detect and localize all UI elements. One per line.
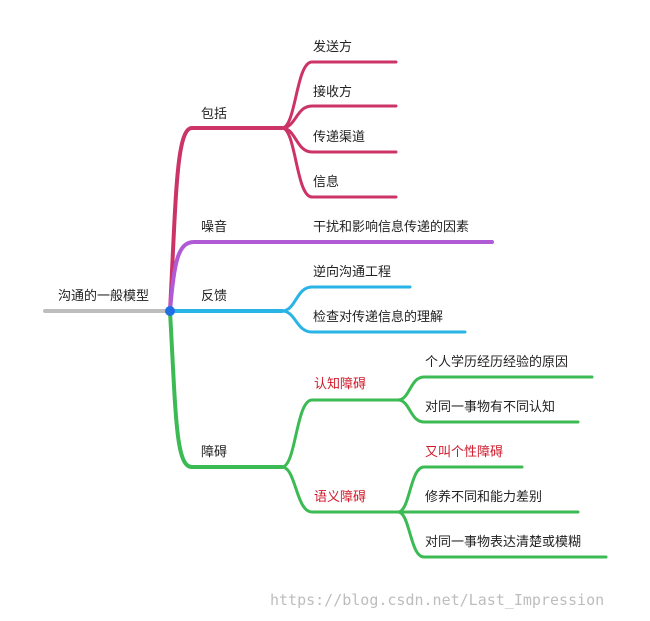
feedback-child-connector: [280, 285, 412, 313]
semantic-child-cultivation: 修养不同和能力差别: [425, 490, 543, 505]
feedback-child-reverse: 逆向沟通工程: [313, 265, 392, 280]
noise-child: 干扰和影响信息传递的因素: [313, 220, 470, 235]
semantic-child-connector: [396, 465, 524, 514]
include-child-connector: [280, 126, 398, 199]
cognitive-barrier-label: 认知障碍: [314, 377, 367, 392]
noise-branch-connector: [168, 240, 494, 313]
include-child-receiver: 接收方: [313, 85, 353, 100]
hub-dot: [165, 306, 175, 316]
cognitive-child-connector: [396, 398, 580, 424]
include-branch-label: 包括: [201, 107, 228, 122]
barrier-branch-label: 障碍: [201, 445, 228, 460]
cognitive-child-connector: [396, 375, 594, 402]
cognitive-child-different: 对同一事物有不同认知: [425, 400, 556, 415]
semantic-barrier-label: 语义障碍: [314, 490, 367, 505]
watermark-url: https://blog.csdn.net/Last_Impression: [270, 591, 605, 609]
noise-branch-label: 噪音: [201, 220, 228, 235]
feedback-child-connector: [280, 309, 467, 334]
include-child-connector: [280, 104, 398, 130]
semantic-child-connector: [396, 510, 608, 559]
barrier-sub-connector: [280, 398, 400, 469]
root-node-label: 沟通的一般模型: [58, 289, 150, 304]
barrier-branch-connector: [168, 309, 284, 469]
include-child-sender: 发送方: [313, 40, 353, 55]
include-child-channel: 传递渠道: [313, 130, 366, 145]
semantic-child-alias: 又叫个性障碍: [425, 445, 504, 460]
include-child-message: 信息: [313, 175, 340, 190]
semantic-child-expression: 对同一事物表达清楚或模糊: [425, 535, 582, 550]
include-child-connector: [280, 60, 398, 130]
include-branch-connector: [168, 126, 284, 313]
cognitive-child-background: 个人学历经历经验的原因: [425, 355, 569, 370]
feedback-branch-label: 反馈: [201, 289, 228, 304]
feedback-child-check: 检查对传递信息的理解: [313, 310, 444, 325]
barrier-sub-connector: [280, 465, 400, 514]
